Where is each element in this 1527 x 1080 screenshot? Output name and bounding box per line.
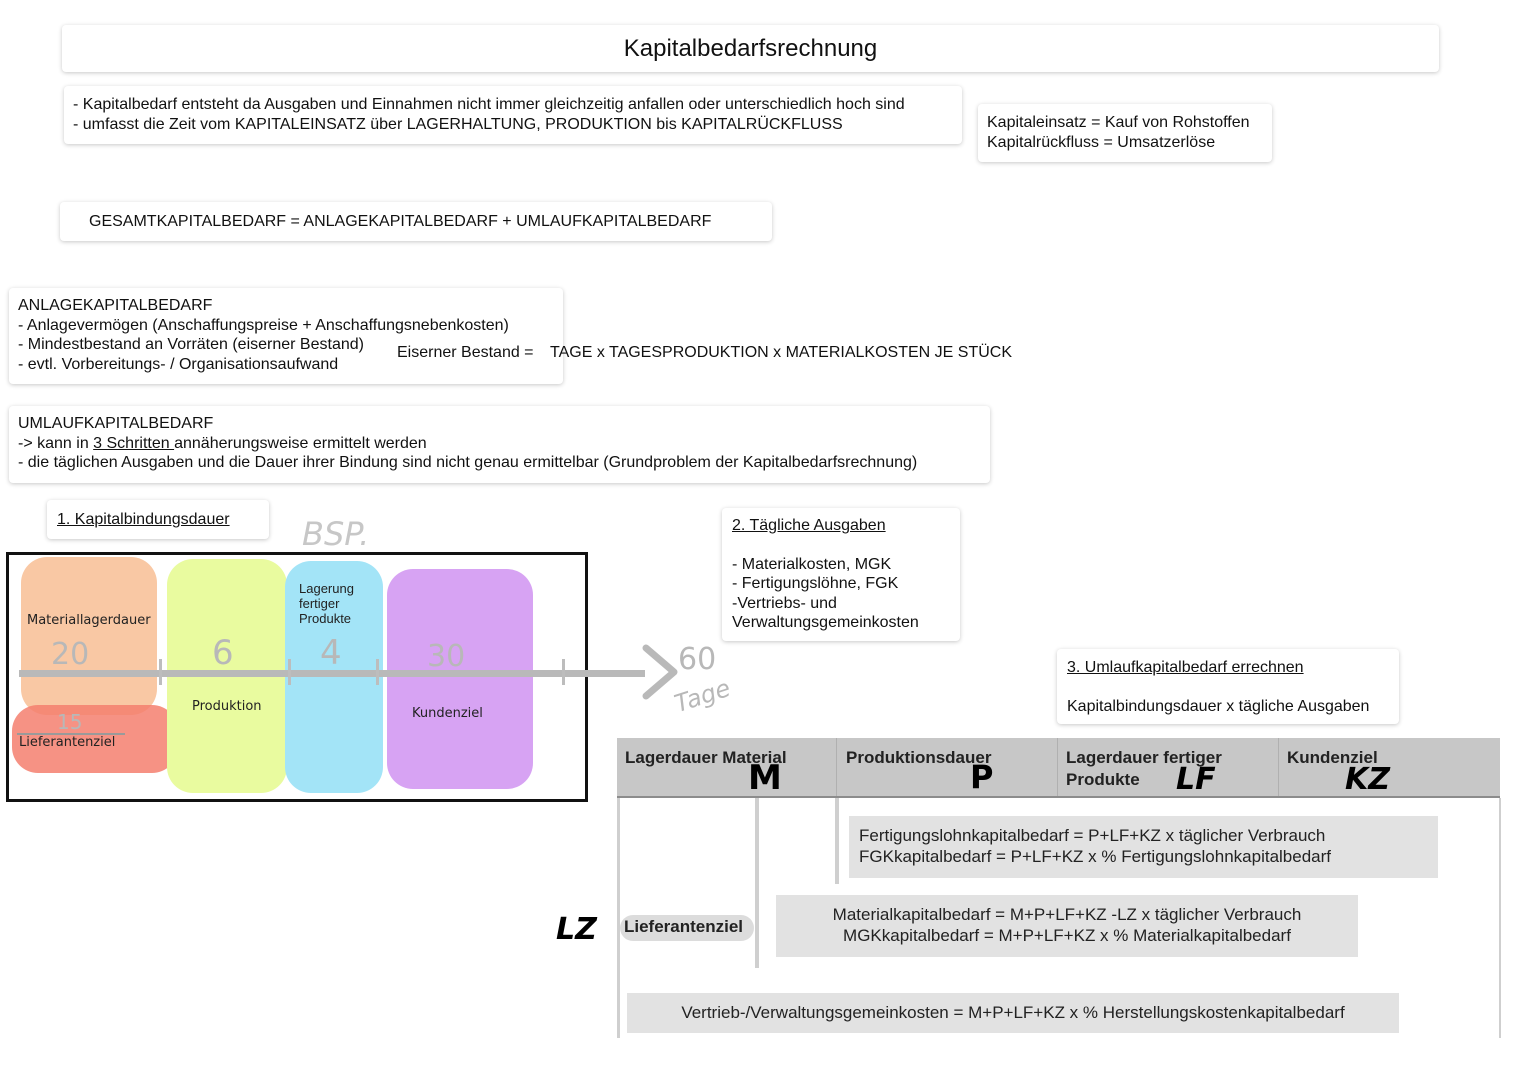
definition-line: Kapitaleinsatz = Kauf von Rohstoffen bbox=[987, 114, 1250, 131]
anlage-heading: ANLAGEKAPITALBEDARF bbox=[18, 297, 213, 314]
header-kundenziel: Kundenziel bbox=[1287, 748, 1378, 767]
intro-line: - Kapitalbedarf entsteht da Ausgaben und… bbox=[73, 96, 905, 113]
formula-line: MGKkapitalbedarf = M+P+LF+KZ x % Materia… bbox=[843, 926, 1291, 945]
timeline-arrow-icon bbox=[642, 644, 678, 700]
title-card: Kapitalbedarfsrechnung bbox=[62, 25, 1439, 72]
timeline-tick bbox=[376, 659, 379, 685]
lagerung-label: Lagerung fertiger Produkte bbox=[299, 581, 354, 626]
days-material: 20 bbox=[51, 637, 90, 672]
fertigungslohn-formula-box: Fertigungslohnkapitalbedarf = P+LF+KZ x … bbox=[849, 816, 1438, 878]
anlage-card: ANLAGEKAPITALBEDARF - Anlagevermögen (An… bbox=[9, 288, 563, 384]
page-title: Kapitalbedarfsrechnung bbox=[623, 35, 878, 62]
table-header bbox=[617, 738, 1500, 798]
formula-line: Vertrieb-/Verwaltungsgemeinkosten = M+P+… bbox=[681, 1003, 1345, 1022]
material-formula-box: Materialkapitalbedarf = M+P+LF+KZ -LZ x … bbox=[776, 895, 1358, 957]
total-formula-card: GESAMTKAPITALBEDARF = ANLAGEKAPITALBEDAR… bbox=[60, 202, 772, 241]
abbr-lf: LF bbox=[1176, 762, 1216, 797]
step1-card: 1. Kapitalbindungsdauer bbox=[47, 500, 269, 539]
step3-title: 3. Umlaufkapitalbedarf errechnen bbox=[1067, 659, 1304, 676]
lagerung-blob bbox=[285, 561, 383, 793]
timeline-axis bbox=[19, 670, 645, 677]
lieferantenziel-row-label: Lieferantenziel bbox=[620, 915, 754, 941]
step3-card: 3. Umlaufkapitalbedarf errechnen Kapital… bbox=[1057, 649, 1399, 724]
formula-line: Materialkapitalbedarf = M+P+LF+KZ -LZ x … bbox=[832, 905, 1302, 924]
materiallager-blob bbox=[21, 557, 157, 715]
anlage-line: - Anlagevermögen (Anschaffungspreise + A… bbox=[18, 316, 509, 334]
header-lagerdauer-fertig: Lagerdauer fertiger Produkte bbox=[1066, 748, 1222, 789]
abbr-kz: KZ bbox=[1345, 762, 1390, 797]
vertrieb-formula-box: Vertrieb-/Verwaltungsgemeinkosten = M+P+… bbox=[627, 993, 1399, 1033]
abbr-lz: LZ bbox=[556, 912, 597, 947]
step2-line: -Vertriebs- und bbox=[732, 594, 837, 612]
intro-line: - umfasst die Zeit vom KAPITALEINSATZ üb… bbox=[73, 115, 843, 133]
definition-line: Kapitalrückfluss = Umsatzerlöse bbox=[987, 133, 1216, 151]
formula-line: FGKkapitalbedarf = P+LF+KZ x % Fertigung… bbox=[859, 847, 1332, 866]
umlauf-line-2: - die täglichen Ausgaben und die Dauer i… bbox=[18, 454, 918, 471]
days-lagerung: 4 bbox=[320, 633, 342, 673]
timeline-tick bbox=[288, 659, 291, 685]
step1-title: 1. Kapitalbindungsdauer bbox=[57, 511, 230, 528]
kundenziel-label: Kundenziel bbox=[412, 706, 483, 721]
eiserner-bestand-label: Eiserner Bestand = bbox=[397, 344, 534, 361]
abbr-p: P bbox=[970, 758, 994, 796]
lieferant-label: Lieferantenziel bbox=[19, 735, 116, 750]
table-left-border bbox=[617, 798, 620, 1038]
step2-card: 2. Tägliche Ausgaben - Materialkosten, M… bbox=[722, 508, 960, 641]
eiserner-bestand-formula: TAGE x TAGESPRODUKTION x MATERIALKOSTEN … bbox=[550, 344, 1012, 361]
lieferant-blob bbox=[12, 705, 178, 773]
bsp-label: BSP. bbox=[302, 515, 370, 553]
materiallager-label: Materiallagerdauer bbox=[27, 613, 151, 628]
timeline-tick bbox=[562, 659, 565, 685]
anlage-line: - Mindestbestand an Vorräten (eiserner B… bbox=[18, 336, 364, 353]
definitions-card: Kapitaleinsatz = Kauf von Rohstoffen Kap… bbox=[978, 104, 1272, 162]
header-divider bbox=[1057, 738, 1058, 796]
kundenziel-blob bbox=[387, 569, 533, 789]
header-produktionsdauer: Produktionsdauer bbox=[846, 748, 992, 767]
total-formula: GESAMTKAPITALBEDARF = ANLAGEKAPITALBEDAR… bbox=[89, 213, 712, 230]
days-kundenziel: 30 bbox=[427, 639, 466, 674]
step2-line: - Materialkosten, MGK bbox=[732, 555, 892, 573]
anlage-line: - evtl. Vorbereitungs- / Organisationsau… bbox=[18, 355, 339, 373]
days-total: 60 bbox=[678, 642, 717, 677]
formula-line: Fertigungslohnkapitalbedarf = P+LF+KZ x … bbox=[859, 826, 1326, 845]
example-timeline: Materiallagerdauer Produktion Lagerung f… bbox=[6, 552, 645, 802]
abbr-m: M bbox=[748, 758, 782, 798]
header-lagerdauer-material: Lagerdauer Material bbox=[625, 748, 787, 767]
produktion-label: Produktion bbox=[192, 699, 262, 714]
material-column-line bbox=[755, 798, 759, 968]
lieferant-underline bbox=[17, 733, 125, 735]
produktion-column-line bbox=[835, 798, 839, 884]
days-lieferant: 15 bbox=[57, 710, 83, 734]
days-produktion: 6 bbox=[212, 633, 234, 673]
header-divider bbox=[836, 738, 837, 796]
step3-text: Kapitalbindungsdauer x tägliche Ausgaben bbox=[1067, 697, 1370, 715]
umlauf-line-1: -> kann in 3 Schritten annäherungsweise … bbox=[18, 434, 427, 452]
table-right-border bbox=[1499, 798, 1501, 1038]
umlauf-card: UMLAUFKAPITALBEDARF -> kann in 3 Schritt… bbox=[9, 406, 990, 483]
step2-line: Verwaltungsgemeinkosten bbox=[732, 614, 919, 631]
step2-line: - Fertigungslöhne, FGK bbox=[732, 575, 899, 592]
header-divider bbox=[1278, 738, 1279, 796]
three-steps-link: 3 Schritten bbox=[93, 434, 175, 452]
timeline-tick bbox=[159, 659, 162, 685]
intro-card: - Kapitalbedarf entsteht da Ausgaben und… bbox=[64, 86, 962, 144]
step2-title: 2. Tägliche Ausgaben bbox=[732, 517, 886, 534]
umlauf-heading: UMLAUFKAPITALBEDARF bbox=[18, 415, 214, 432]
